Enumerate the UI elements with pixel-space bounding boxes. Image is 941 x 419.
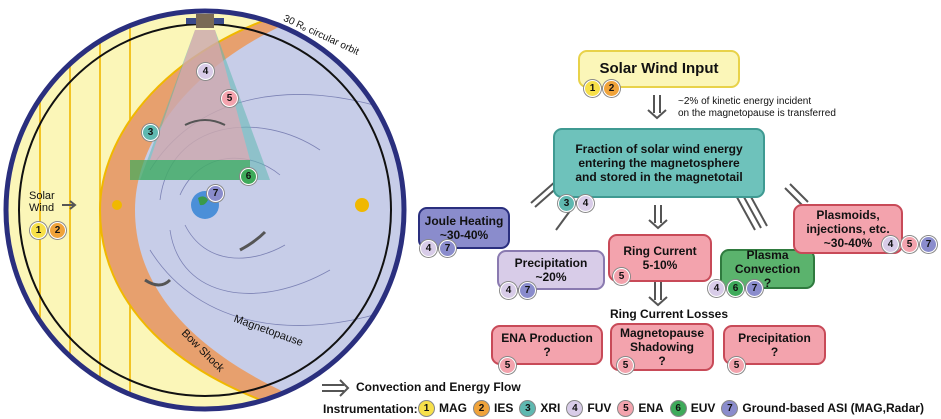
instrument-badge-4: 4 [197, 63, 214, 80]
legend-badge-7: 7 [721, 399, 739, 417]
legend-label-7: Ground-based ASI (MAG,Radar) [742, 401, 924, 415]
instrument-badge-4: 4 [708, 280, 725, 297]
legend-badge-3: 3 [519, 399, 537, 417]
mp-shadowing-box: Magnetopause Shadowing ? [610, 323, 714, 371]
magnetosphere-diagram [3, 8, 407, 412]
joule-heating-box: Joule Heating ~30-40% [418, 207, 510, 249]
instrument-badge-2: 2 [49, 222, 66, 239]
legend-item-1: 1 MAG [418, 399, 467, 417]
precipitation-box: Precipitation ~20% [497, 250, 605, 290]
fov-rect-green [130, 160, 250, 180]
legend-label-1: MAG [439, 401, 467, 415]
legend-flow-label: Convection and Energy Flow [356, 380, 521, 394]
instrument-badge-6: 6 [240, 168, 257, 185]
sun-burst-right [355, 198, 369, 212]
plasmoids-box: Plasmoids, injections, etc. ~30-40% [793, 204, 903, 254]
plasma-convection-box: Plasma Convection ? [720, 248, 815, 290]
legend-label-6: EUV [690, 401, 716, 415]
legend-badge-6: 6 [669, 399, 687, 417]
instrument-badge-1: 1 [584, 80, 601, 97]
legend-label-2: IES [494, 401, 514, 415]
instrument-badge-7: 7 [746, 280, 763, 297]
legend-label-3: XRI [540, 401, 561, 415]
ena-production-box: ENA Production ? [491, 325, 603, 365]
legend-instr-title: Instrumentation: [323, 402, 418, 416]
legend-badge-2: 2 [473, 399, 490, 417]
instrument-badge-5: 5 [901, 236, 918, 253]
instrument-badge-5: 5 [728, 357, 745, 374]
legend-item-2: 2 IES [473, 399, 514, 417]
solar-wind-label: Solar Wind [29, 190, 55, 214]
instrument-badge-3: 3 [558, 195, 575, 212]
instrument-badge-1: 1 [30, 222, 47, 239]
legend-badge-4: 4 [566, 399, 584, 417]
instrument-badge-5: 5 [617, 357, 634, 374]
instrument-badge-3: 3 [142, 124, 159, 141]
instrument-badge-7: 7 [439, 240, 456, 257]
solar-wind-input-box: Solar Wind Input [578, 50, 740, 88]
legend-label-5: ENA [638, 401, 664, 415]
transfer-note: ~2% of kinetic energy incident on the ma… [678, 96, 836, 119]
instrument-badge-5: 5 [221, 90, 238, 107]
instrument-badge-4: 4 [577, 195, 594, 212]
legend-badge-5: 5 [617, 399, 635, 417]
legend-label-4: FUV [587, 401, 612, 415]
fov-triangle-pink [150, 30, 250, 160]
sun-burst-left [112, 200, 122, 210]
legend-badge-1: 1 [418, 399, 435, 417]
instrument-badge-5: 5 [499, 357, 516, 374]
instrument-badge-4: 4 [420, 240, 437, 257]
instrument-badge-6: 6 [727, 280, 744, 297]
instrument-badge-5: 5 [613, 268, 630, 285]
fraction-box: Fraction of solar wind energy entering t… [553, 128, 765, 198]
instrument-badge-7: 7 [920, 236, 937, 253]
instrument-badge-4: 4 [882, 236, 899, 253]
instrument-badge-4: 4 [500, 282, 517, 299]
spacecraft-icon [196, 14, 214, 28]
instrument-badge-7: 7 [207, 185, 224, 202]
instrument-badge-7: 7 [519, 282, 536, 299]
ring-losses-title: Ring Current Losses [610, 307, 729, 321]
instrument-badge-2: 2 [603, 80, 620, 97]
